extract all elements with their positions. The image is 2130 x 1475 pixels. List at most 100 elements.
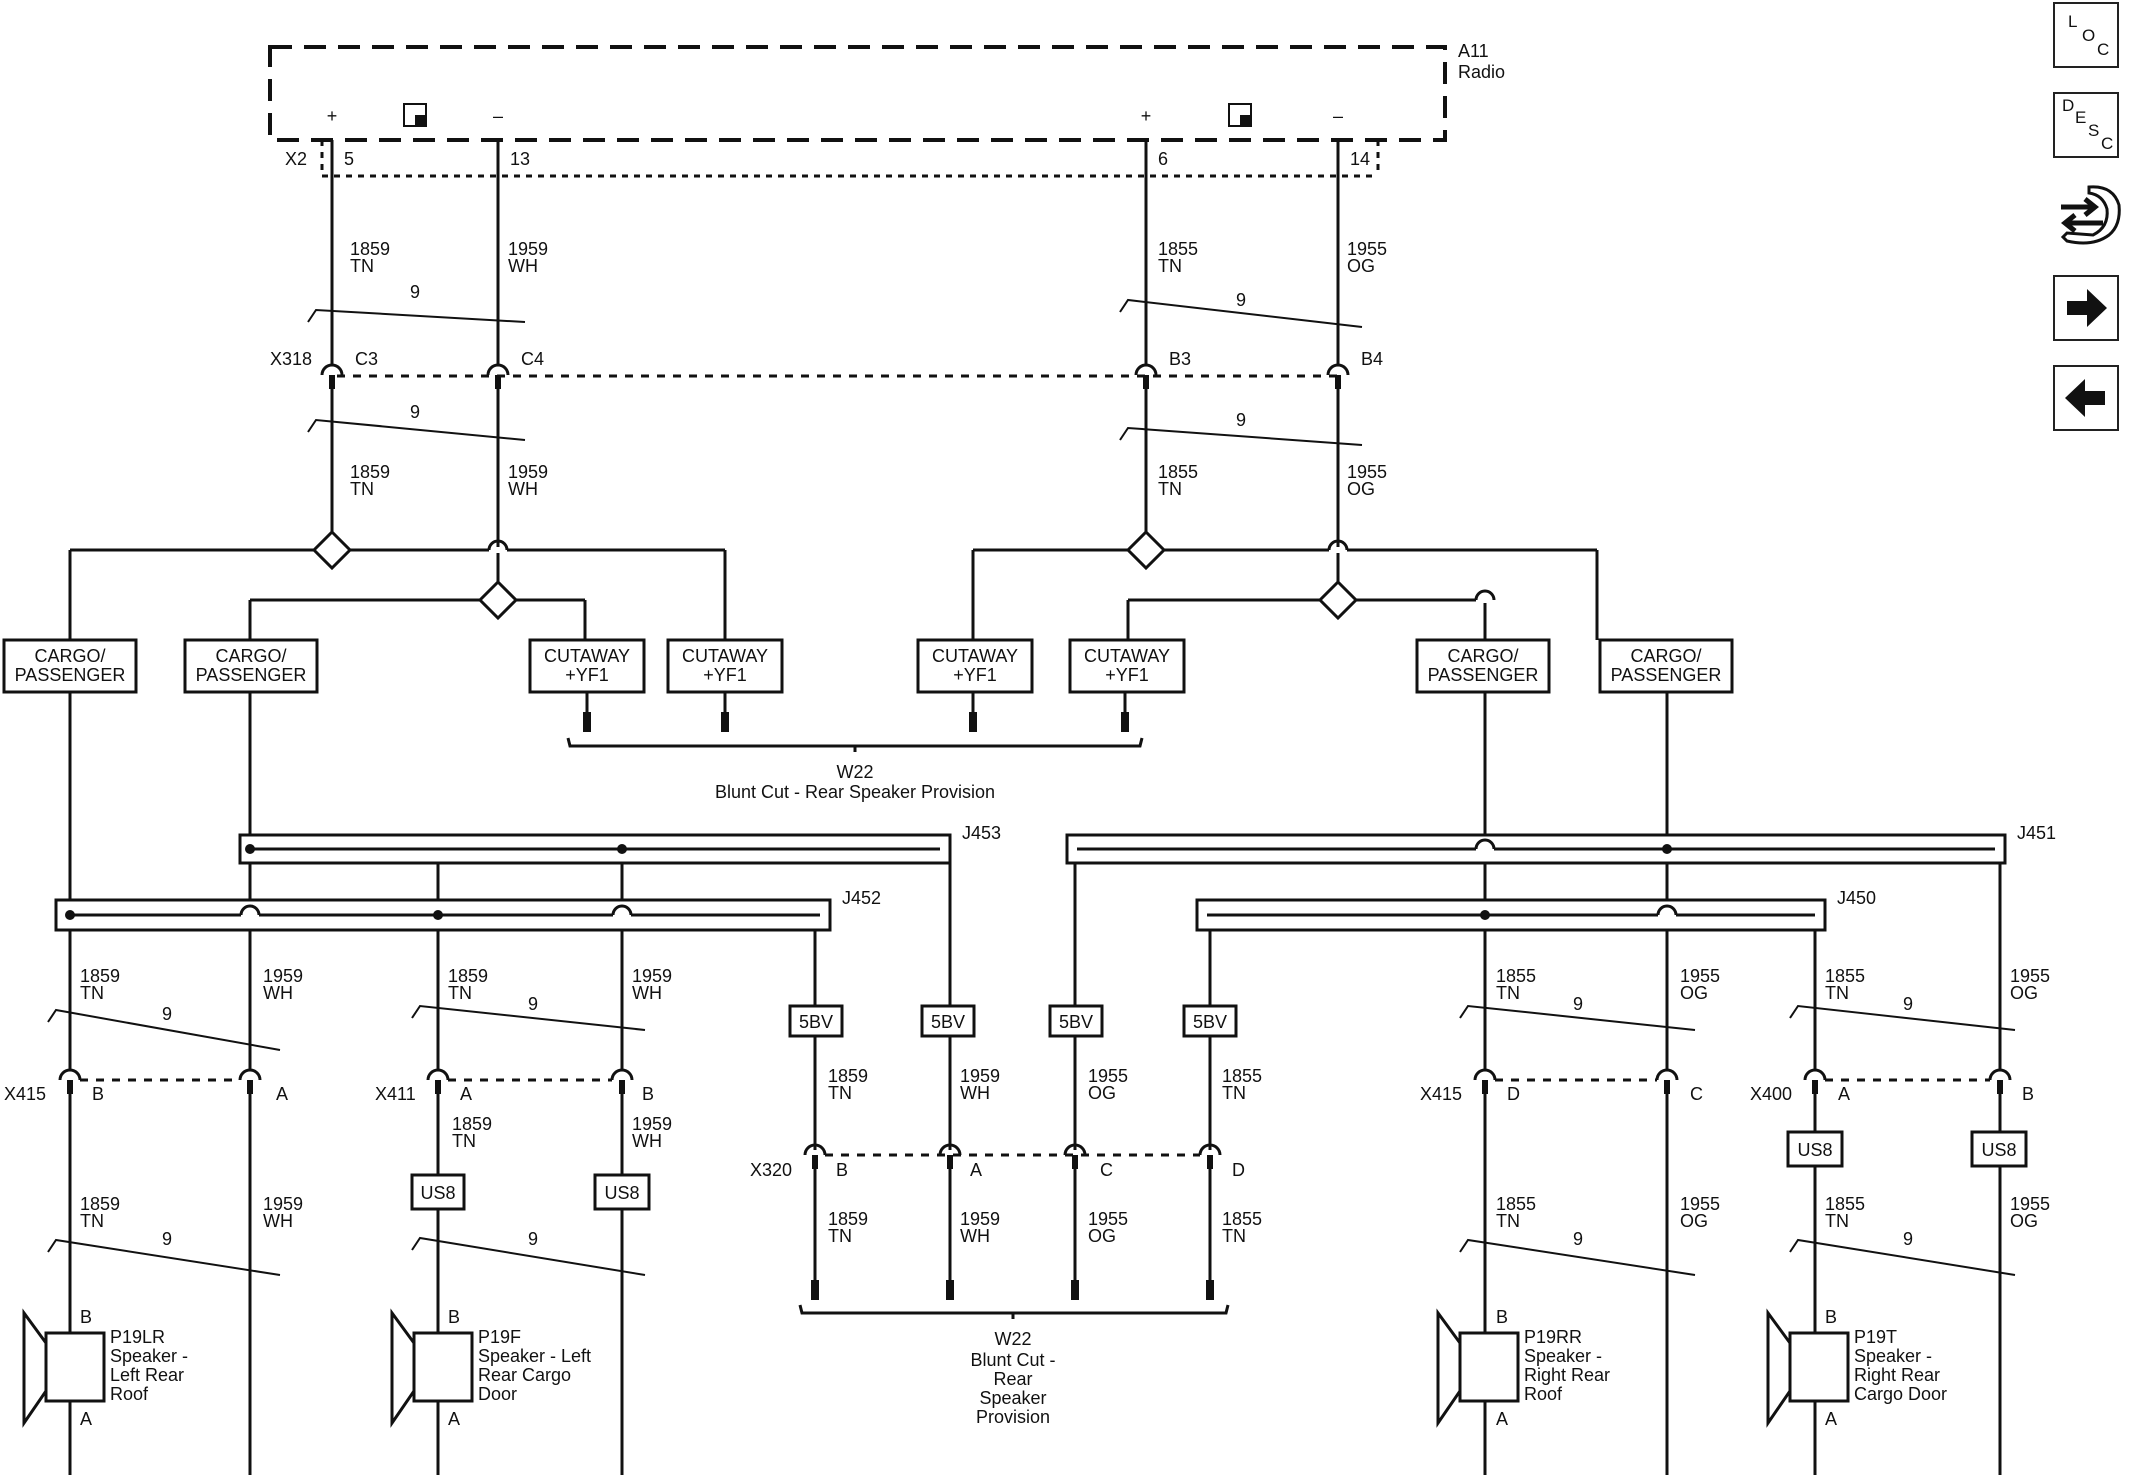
wire-crossover: [1474, 589, 1496, 601]
circuit-number: 1859: [80, 1194, 120, 1214]
connector-pin: [1997, 1080, 2003, 1094]
splice-diamond: [1125, 529, 1167, 571]
blunt-cut-ref: W22: [836, 762, 873, 782]
pin-number: 13: [510, 149, 530, 169]
circuit-number: 1955: [1680, 966, 1720, 986]
wire-layer: [47, 45, 2016, 1475]
connector-pin-label: B3: [1169, 349, 1191, 369]
pin-label: A: [970, 1160, 982, 1180]
speaker-body: [412, 1331, 474, 1403]
wire-color: OG: [2010, 1211, 2038, 1231]
wire-color: OG: [1347, 256, 1375, 276]
twist-number: 9: [528, 994, 538, 1014]
wire-color: OG: [1680, 1211, 1708, 1231]
pin-label: B: [2022, 1084, 2034, 1104]
pin-label: A: [1496, 1409, 1508, 1429]
twisted-pair-mark: [1119, 426, 1363, 446]
connector-socket: [1655, 1068, 1679, 1081]
option-box-cargo-text: PASSENGER: [1428, 665, 1539, 685]
option-box-cutaway: [1068, 638, 1186, 694]
blunt-cut-desc: Blunt Cut -: [970, 1350, 1055, 1370]
twist-number: 9: [162, 1229, 172, 1249]
speaker-desc: Rear Cargo: [478, 1365, 571, 1385]
connector-label: X415: [4, 1084, 46, 1104]
speaker-desc: Right Rear: [1524, 1365, 1610, 1385]
pin-label: A: [80, 1409, 92, 1429]
connector-pin-label: B4: [1361, 349, 1383, 369]
connector-pin-label: C4: [521, 349, 544, 369]
speaker-desc: Roof: [110, 1384, 149, 1404]
description-view-button[interactable]: D E S C: [2053, 92, 2119, 158]
connector-x318-label: X318: [270, 349, 312, 369]
wire-crossover: [239, 904, 261, 916]
pin-polarity: –: [1333, 106, 1343, 126]
connector-pin: [1482, 1080, 1488, 1094]
connector-pin: [1143, 375, 1149, 389]
connector-socket: [320, 363, 344, 376]
wire-color: TN: [828, 1083, 852, 1103]
pin-label: D: [1507, 1084, 1520, 1104]
pin-polarity: +: [327, 106, 338, 126]
circuit-number: 1959: [960, 1066, 1000, 1086]
speaker-desc: Right Rear: [1854, 1365, 1940, 1385]
option-box-5bv-text: 5BV: [931, 1012, 965, 1032]
splice-dot: [433, 910, 443, 920]
wire-color: TN: [1496, 1211, 1520, 1231]
twisted-pair-mark: [1119, 298, 1363, 328]
previous-page-button[interactable]: [2053, 365, 2119, 431]
option-box-us8-text: US8: [1981, 1140, 2016, 1160]
speaker-desc: Speaker -: [1854, 1346, 1932, 1366]
speaker-desc: Roof: [1524, 1384, 1563, 1404]
blunt-cut-end: [1121, 712, 1129, 732]
connector-label: X400: [1750, 1084, 1792, 1104]
option-box-cargo: [1598, 638, 1734, 694]
option-box-cutaway-text: CUTAWAY: [932, 646, 1018, 666]
twist-number: 9: [410, 282, 420, 302]
option-box-cutaway-text: CUTAWAY: [1084, 646, 1170, 666]
wire-color: WH: [960, 1083, 990, 1103]
wire-color: WH: [263, 983, 293, 1003]
option-box-5bv-text: 5BV: [1193, 1012, 1227, 1032]
location-view-button[interactable]: L O C: [2053, 2, 2119, 68]
circuit-number: 1855: [1825, 1194, 1865, 1214]
wire-color: TN: [448, 983, 472, 1003]
option-box-5bv: [1048, 1004, 1104, 1038]
connector-socket: [1326, 363, 1350, 376]
loc-letter: L: [2068, 12, 2078, 31]
wire-crossover: [1476, 846, 1494, 852]
speaker-body: [44, 1331, 106, 1403]
twisted-pair-mark: [411, 1004, 646, 1031]
splice-dot: [245, 844, 255, 854]
twisted-pair-mark: [1459, 1004, 1696, 1031]
desc-letter: C: [2101, 134, 2114, 153]
pin-number: 6: [1158, 149, 1168, 169]
next-page-button[interactable]: [2053, 275, 2119, 341]
circuit-number: 1855: [1825, 966, 1865, 986]
option-box-5bv: [1182, 1004, 1238, 1038]
twist-number: 9: [1236, 410, 1246, 430]
connector-pin: [1207, 1155, 1213, 1169]
option-box-cutaway: [666, 638, 784, 694]
pin-label: A: [448, 1409, 460, 1429]
speaker-desc: Cargo Door: [1854, 1384, 1947, 1404]
option-box-cargo: [2, 638, 138, 694]
option-box-cargo-text: PASSENGER: [1611, 665, 1722, 685]
option-box-cutaway: [528, 638, 646, 694]
connector-socket: [238, 1068, 262, 1081]
wire-crossover: [613, 912, 631, 918]
connector-label: X411: [375, 1084, 416, 1104]
speaker-desc: Speaker - Left: [478, 1346, 591, 1366]
connector-label: X415: [1420, 1084, 1462, 1104]
circuit-number: 1855: [1496, 966, 1536, 986]
connector-end-view-icon[interactable]: [2053, 175, 2123, 255]
arrow-left-icon: [2065, 379, 2105, 417]
connector-pin: [619, 1080, 625, 1094]
pin-label: B: [448, 1307, 460, 1327]
twisted-pair-mark: [1789, 1004, 2016, 1031]
wire-color: TN: [1496, 983, 1520, 1003]
connector-pin-label: C3: [355, 349, 378, 369]
speaker-desc: Door: [478, 1384, 517, 1404]
splice-dot: [1480, 910, 1490, 920]
splice-pack-j452-label: J452: [842, 888, 881, 908]
marks-layer: [2, 103, 2028, 1428]
